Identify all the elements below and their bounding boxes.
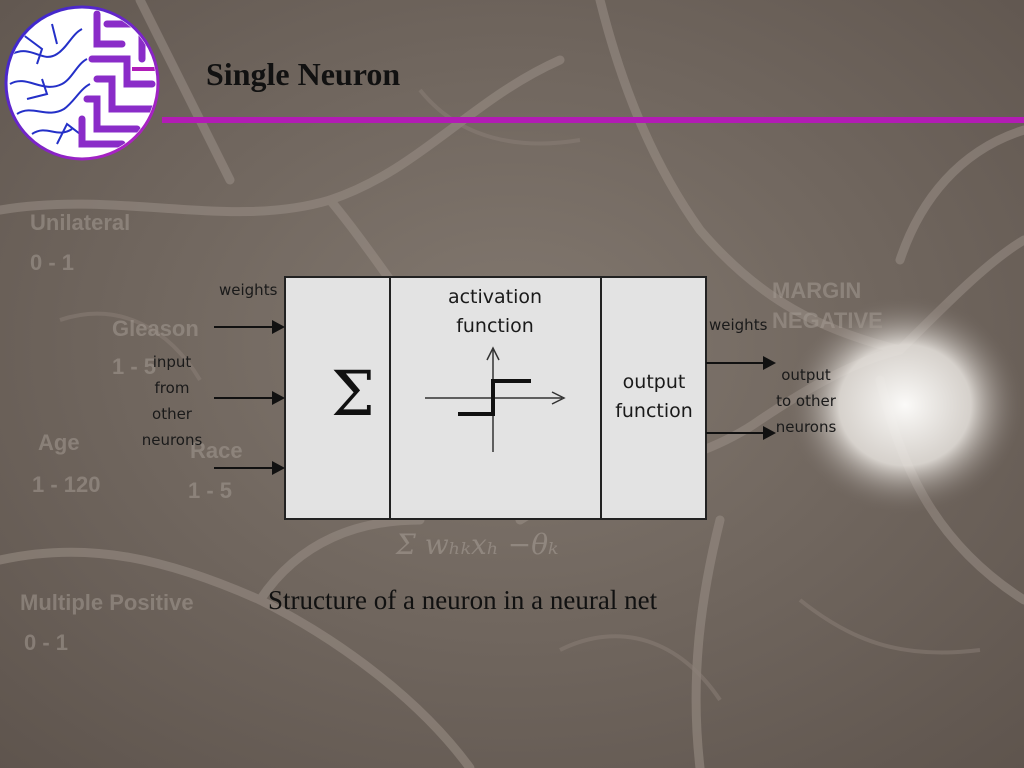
output-label: output to other neurons	[775, 366, 837, 436]
watermark-age-range: 1 - 120	[32, 472, 101, 497]
watermark-multiple-positive-range: 0 - 1	[24, 630, 69, 655]
diagram-caption: Structure of a neuron in a neural net	[268, 585, 658, 615]
watermark-negative: NEGATIVE	[772, 308, 883, 333]
watermark-margin: MARGIN	[772, 278, 862, 303]
watermark-formula: Σ wₕₖxₕ −θₖ	[396, 528, 559, 561]
watermark-unilateral-range: 0 - 1	[30, 250, 75, 275]
page-title: Single Neuron	[206, 56, 401, 92]
output-function-label: output function	[615, 371, 693, 423]
weights-output-label: weights	[709, 316, 768, 334]
watermark-gleason-range: 1 - 5	[112, 354, 157, 379]
weights-input-label: weights	[219, 281, 278, 299]
summation-symbol: Σ	[331, 357, 375, 430]
watermark-gleason: Gleason	[112, 316, 199, 341]
input-label: input from other neurons	[141, 353, 203, 449]
input-arrow	[214, 391, 285, 405]
input-arrow	[214, 320, 285, 334]
watermark-unilateral: Unilateral	[30, 210, 131, 235]
watermark-race-range: 1 - 5	[188, 478, 233, 503]
neural-circuit-logo-icon	[4, 5, 160, 161]
input-arrow	[214, 461, 285, 475]
watermark-multiple-positive: Multiple Positive	[20, 590, 194, 615]
activation-function-label: activation function	[447, 286, 543, 338]
output-arrow	[706, 356, 776, 370]
step-function-icon	[425, 346, 566, 452]
watermark-age: Age	[38, 430, 80, 455]
title-divider	[162, 117, 1024, 123]
summation-box	[284, 276, 391, 520]
watermark-race: Race	[190, 438, 243, 463]
output-arrow	[706, 426, 776, 440]
output-function-box	[600, 276, 707, 520]
